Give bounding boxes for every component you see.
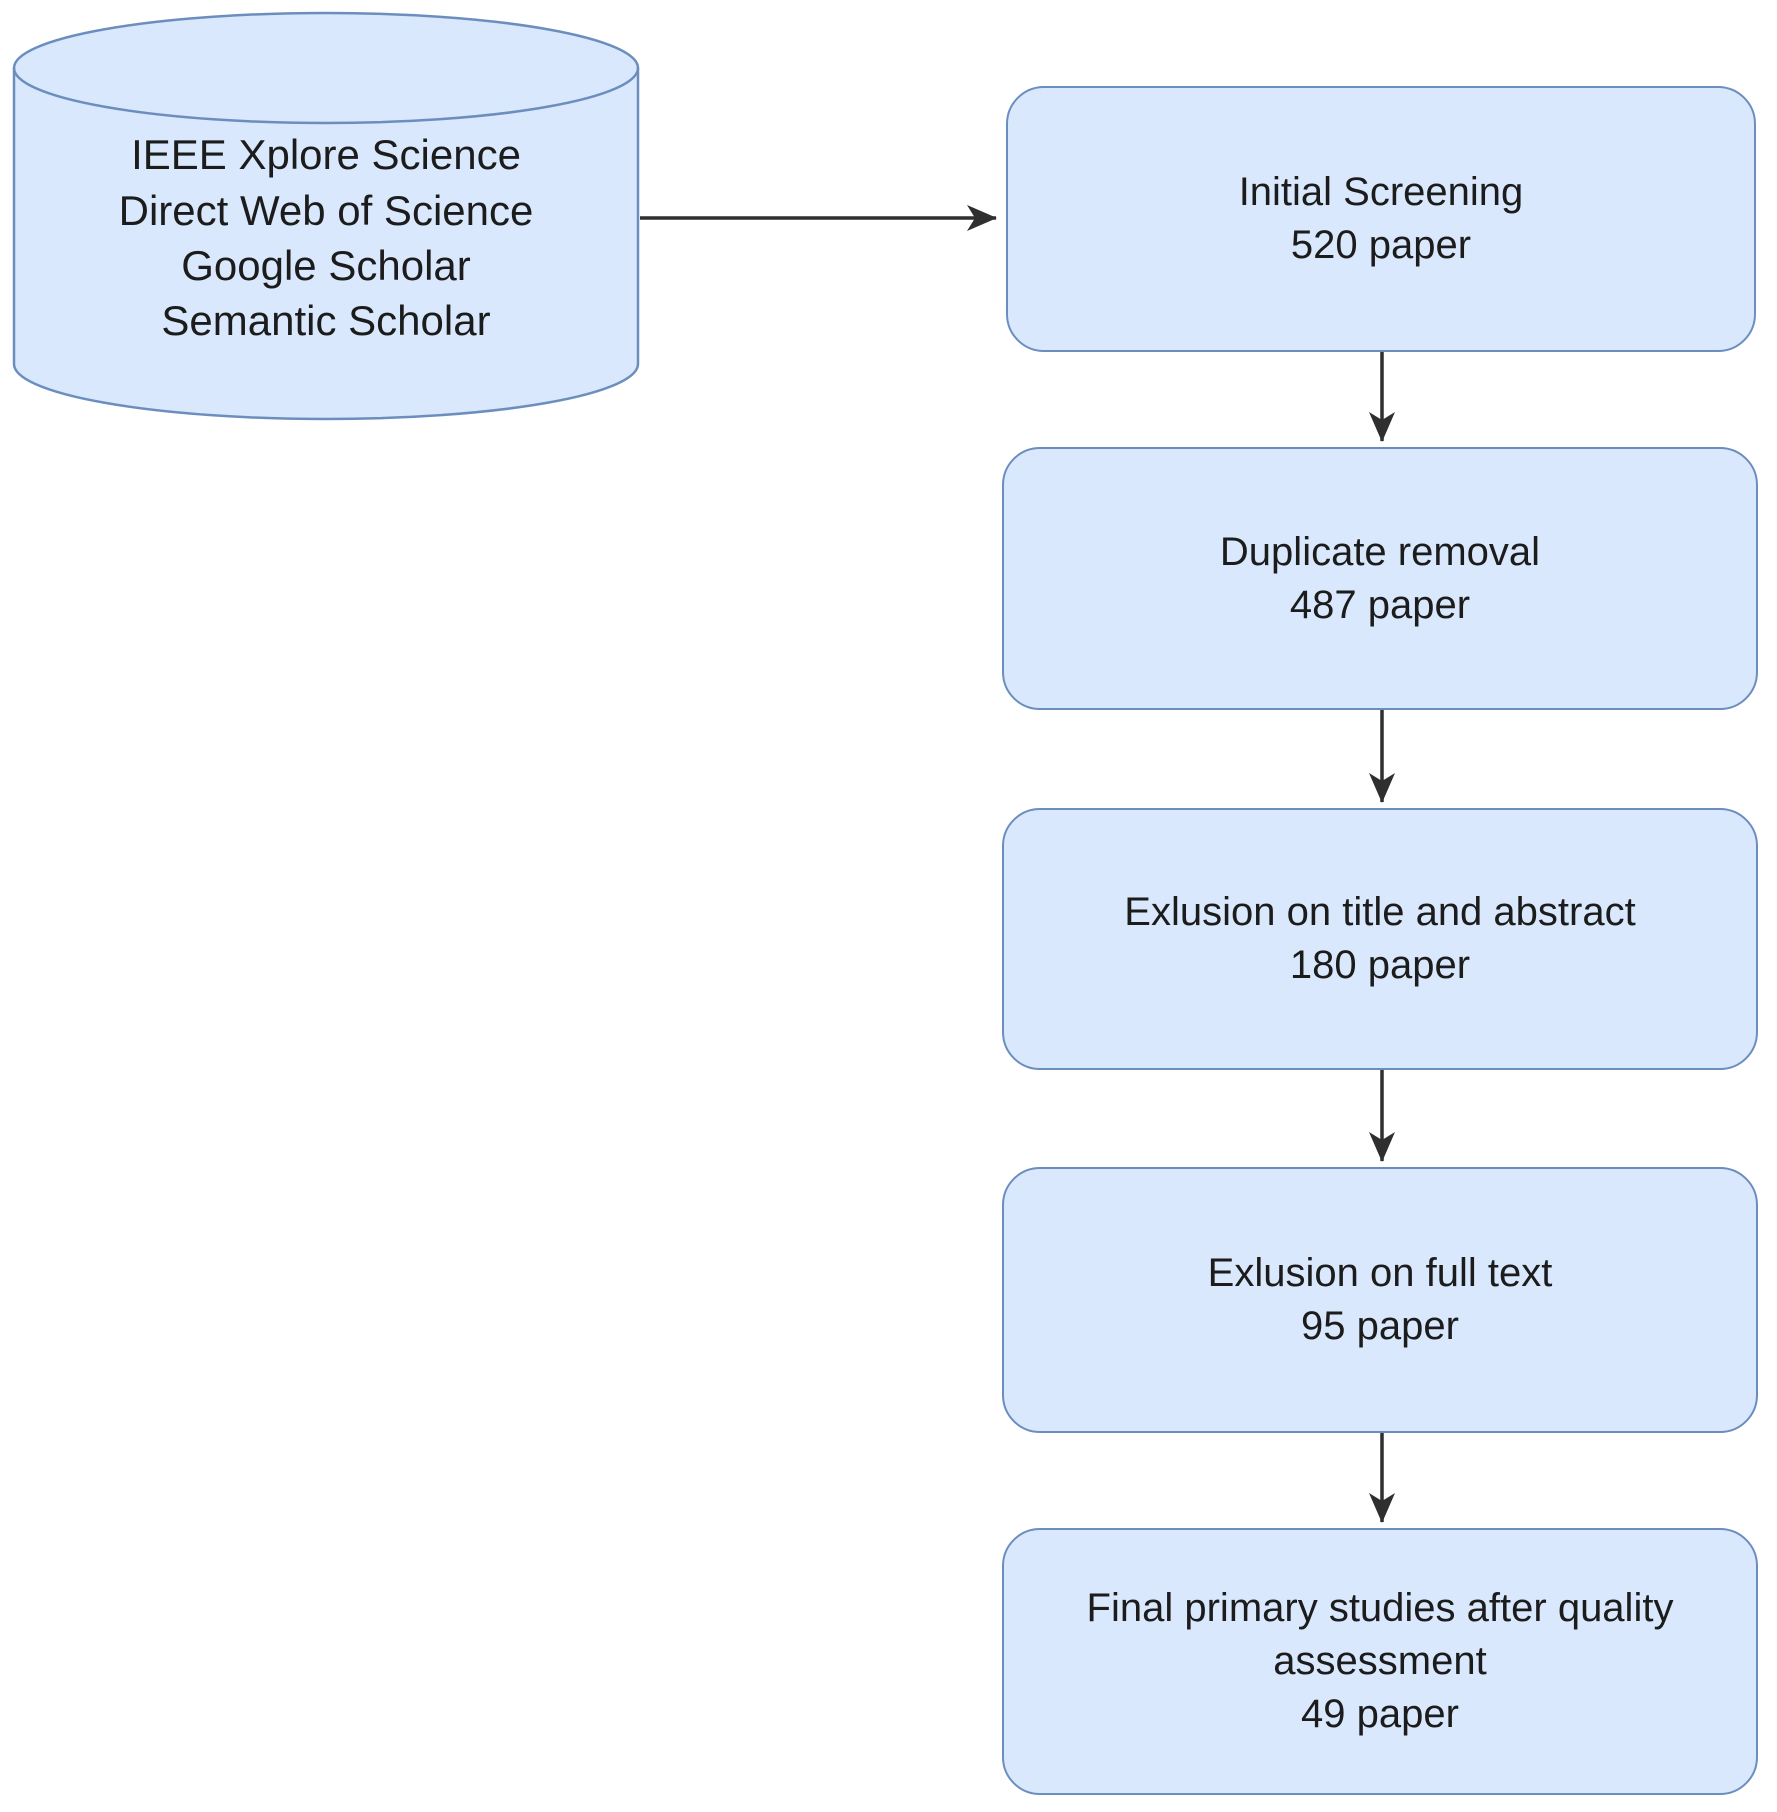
node-label: Exlusion on title and abstract [1124,890,1636,935]
node-exclusion-title-abstract: Exlusion on title and abstract 180 paper [1002,808,1758,1070]
node-count: 487 paper [1289,582,1471,627]
node-duplicate-removal: Duplicate removal 487 paper [1002,447,1758,710]
cylinder-shape [12,11,640,421]
node-final-primary-studies: Final primary studies after quality asse… [1002,1528,1758,1795]
node-label: Duplicate removal [1219,529,1541,574]
source-line: IEEE Xplore Science [131,131,521,179]
node-initial-screening: Initial Screening 520 paper [1006,86,1756,352]
data-sources-text: IEEE Xplore Science Direct Web of Scienc… [12,10,640,422]
node-exclusion-full-text: Exlusion on full text 95 paper [1002,1167,1758,1433]
source-line: Direct Web of Science [118,186,534,234]
node-label: Final primary studies after quality asse… [1086,1586,1674,1684]
node-count: 180 paper [1289,943,1471,987]
node-label: Initial Screening [1238,170,1524,215]
node-label: Exlusion on full text [1207,1251,1553,1296]
data-sources-cylinder: IEEE Xplore Science Direct Web of Scienc… [12,10,640,422]
node-count: 49 paper [1301,1691,1459,1736]
source-line: Semantic Scholar [161,297,491,345]
node-count: 520 paper [1290,223,1472,267]
source-line: Google Scholar [181,242,471,289]
node-count: 95 paper [1301,1304,1459,1348]
